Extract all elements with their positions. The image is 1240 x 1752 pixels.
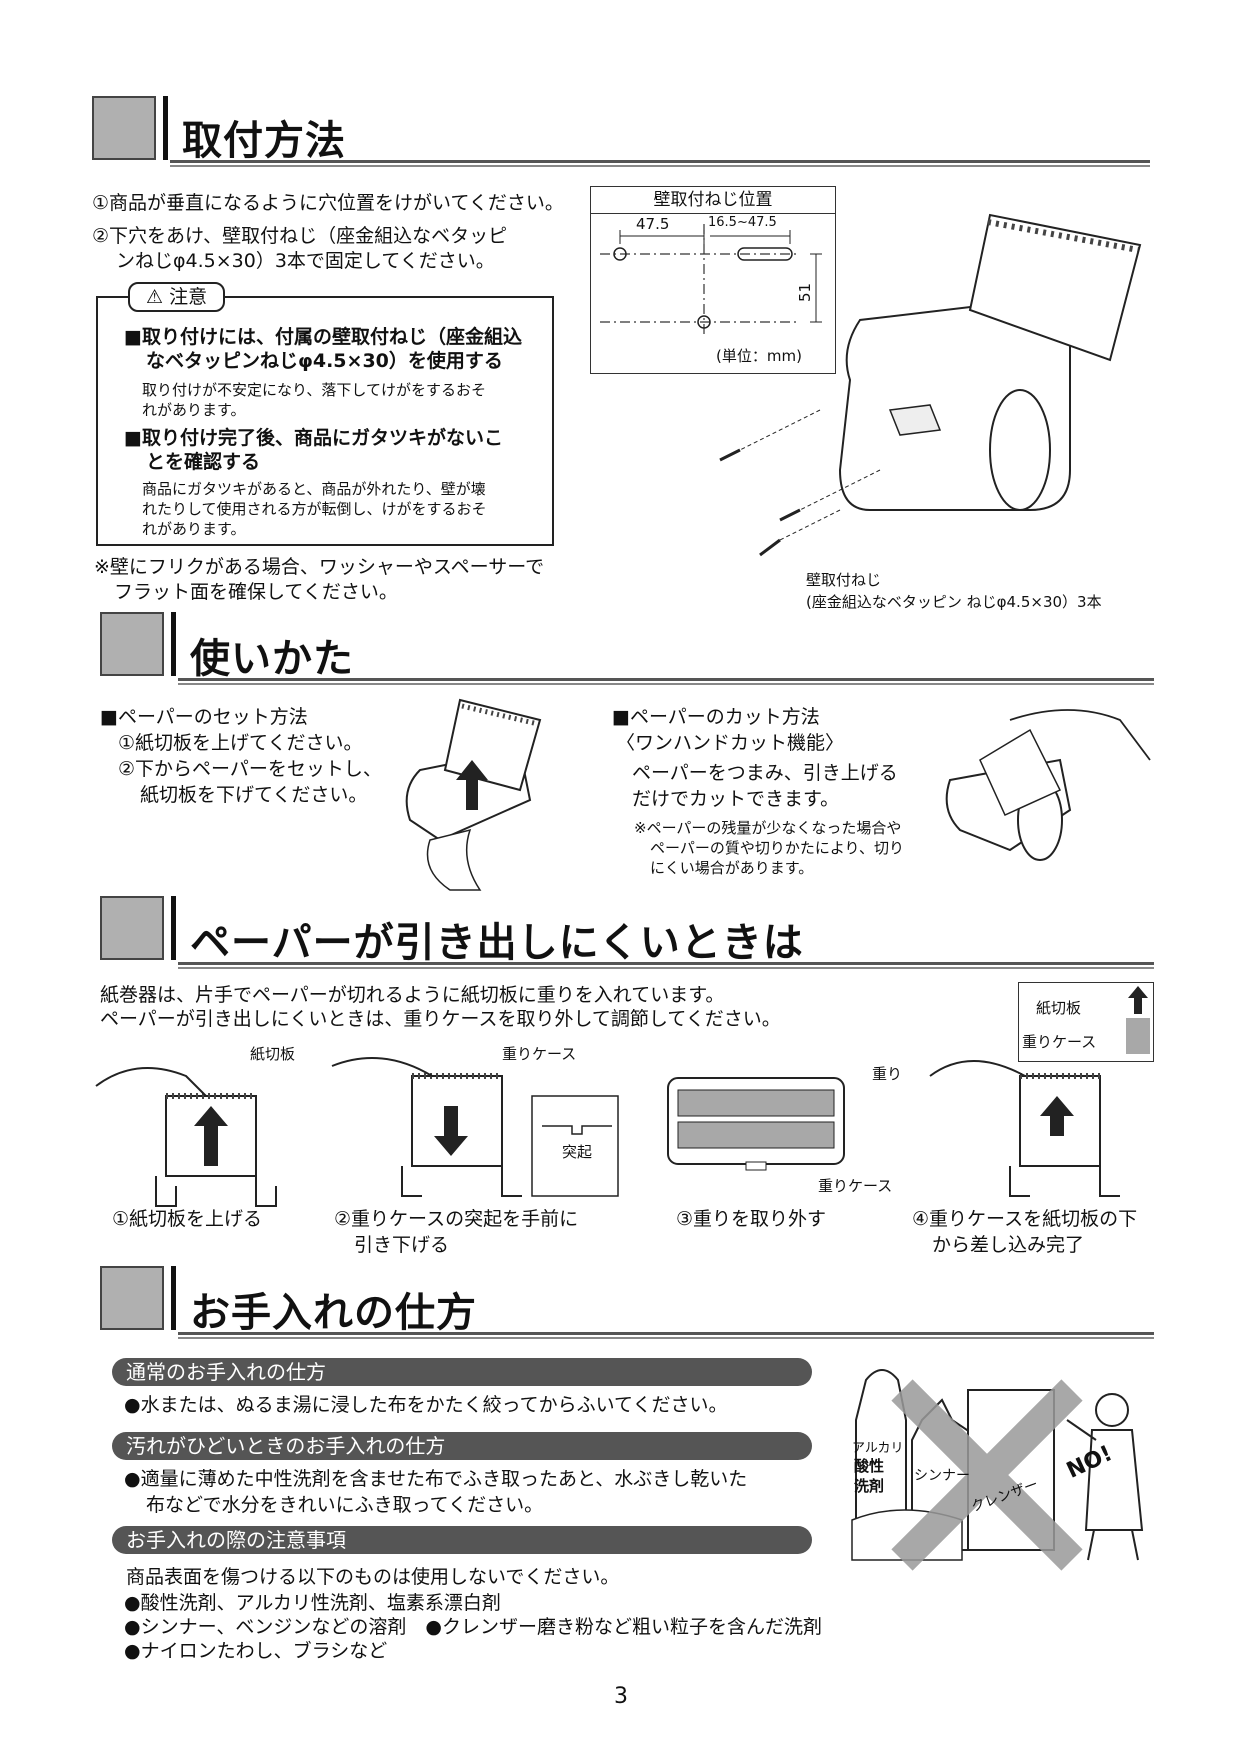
section-title-hard-to-pull: ペーパーが引き出しにくいときは (190, 920, 804, 966)
label-omori-case-step3: 重りケース (818, 1177, 893, 1195)
install-step-2-line2: ンねじφ4.5×30）3本で固定してください。 (116, 250, 495, 272)
step-caption-1: ①紙切板を上げる (112, 1208, 263, 1230)
holder-installation-illustration (719, 213, 1142, 557)
caution-label: 注意 (169, 286, 208, 308)
care-caution-bullet-1: ●酸性洗剤、アルカリ性洗剤、塩素系漂白剤 (124, 1592, 501, 1614)
section-marker (100, 1266, 164, 1330)
screw-diagram-title-row: 壁取付ねじ位置 (590, 186, 836, 214)
section-rule (178, 962, 1154, 969)
step-caption-2a: ②重りケースの突起を手前に (334, 1208, 579, 1230)
section-title-usage: 使いかた (190, 636, 354, 682)
screw-diagram-title: 壁取付ねじ位置 (653, 190, 773, 210)
step4-illustration (929, 1060, 1120, 1197)
section-marker-bar (171, 1266, 176, 1330)
warning-icon: ⚠ (146, 286, 164, 308)
care-heavy-text-1: ●適量に薄めた中性洗剤を含ませた布でふき取ったあと、水ぶきし乾いた (124, 1468, 748, 1490)
label-kamikiri: 紙切板 (250, 1045, 296, 1063)
screw-position-drawing (600, 224, 822, 334)
section-marker (100, 896, 164, 960)
section-rule (178, 678, 1154, 685)
caution-box (96, 296, 554, 546)
unit-label: (単位：mm) (716, 347, 802, 365)
label-omori-case-inset: 重りケース (1022, 1033, 1097, 1051)
label-omori: 重り (872, 1065, 903, 1083)
caution-1-body-line2: れがあります。 (142, 401, 246, 419)
screw-position-diagram (590, 186, 836, 374)
label-kamikiri-inset: 紙切板 (1036, 999, 1082, 1017)
caution-2-body-line1: 商品にガタツキがあると、商品が外れたり、壁が壊 (142, 480, 486, 498)
note-line1: ※壁にフリクがある場合、ワッシャーやスペーサーで (94, 556, 545, 578)
set-method-heading: ■ペーパーのセット方法 (100, 706, 308, 728)
section-marker-bar (163, 96, 168, 160)
install-step-1: ①商品が垂直になるように穴位置をけがいてください。 (92, 192, 564, 214)
caution-1-heading-line1: ■取り付けには、付属の壁取付ねじ（座金組込 (124, 326, 522, 348)
section-title-installation: 取付方法 (182, 118, 346, 164)
section-marker-bar (171, 612, 176, 676)
step2-illustration (331, 1057, 619, 1197)
care-caution-bullet-3: ●ナイロンたわし、ブラシなど (124, 1640, 388, 1662)
cut-note-line2: ペーパーの質や切りかたにより、切り (650, 839, 904, 857)
care-normal-text: ●水または、ぬるま湯に浸した布をかたく絞ってからふいてください。 (124, 1394, 728, 1416)
care-normal-heading: 通常のお手入れの仕方 (112, 1358, 812, 1386)
screw-label-line2: (座金組込なベタッピン ねじφ4.5×30）3本 (806, 593, 1102, 611)
step-caption-3: ③重りを取り外す (676, 1208, 827, 1230)
care-caution-heading: お手入れの際の注意事項 (112, 1526, 812, 1554)
caution-2-heading-line1: ■取り付け完了後、商品にガタツキがないこ (124, 427, 503, 449)
step-caption-2b: 引き下げる (354, 1234, 450, 1256)
install-step-2-line1: ②下穴をあけ、壁取付ねじ（座金組込なベタッピ (92, 225, 508, 247)
section-rule (170, 160, 1150, 167)
cut-method-sub: 〈ワンハンドカット機能〉 (616, 732, 845, 754)
caution-2-body-line2: れたりして使用される方が転倒し、けがをするおそ (142, 500, 487, 518)
dim-47-5: 47.5 (636, 215, 670, 233)
illustration-thinner-label: シンナー (914, 1468, 970, 1484)
step-caption-4a: ④重りケースを紙切板の下 (912, 1208, 1138, 1230)
inset-detail-box (1018, 982, 1154, 1062)
inset-gray-block (1126, 1018, 1150, 1054)
screw-icon (719, 448, 801, 557)
cut-method-line2: だけでカットできます。 (632, 788, 840, 810)
label-tokki: 突起 (562, 1143, 593, 1161)
illustration-acid-label: 酸性 (854, 1457, 885, 1475)
hard-to-pull-intro-1: 紙巻器は、片手でペーパーが切れるように紙切板に重りを入れています。 (100, 984, 725, 1006)
paper-set-illustration (405, 698, 542, 891)
step1-illustration (95, 1067, 277, 1207)
up-arrow-icon (1128, 986, 1148, 1014)
prohibited-cleaners-illustration (851, 1369, 1144, 1571)
care-caution-intro: 商品表面を傷つける以下のものは使用しないでください。 (126, 1566, 620, 1588)
step-caption-4b: から差し込み完了 (932, 1234, 1085, 1256)
cut-note-line1: ※ペーパーの残量が少なくなった場合や (634, 819, 902, 837)
illustration-acid-label-2: 洗剤 (854, 1477, 885, 1495)
cut-method-heading: ■ペーパーのカット方法 (612, 706, 820, 728)
caution-1-body-line1: 取り付けが不安定になり、落下してけがをするおそ (142, 381, 486, 399)
step3-illustration (667, 1077, 845, 1171)
care-caution-bullet-2: ●シンナー、ベンジンなどの溶剤 ●クレンザー磨き粉など粗い粒子を含んだ洗剤 (124, 1616, 822, 1638)
section-title-care: お手入れの仕方 (190, 1290, 477, 1336)
dim-16-5-47-5: 16.5~47.5 (708, 215, 777, 230)
screw-label-line1: 壁取付ねじ (806, 571, 882, 589)
caution-tag: ⚠ 注意 (128, 282, 226, 312)
label-omori-case: 重りケース (502, 1045, 577, 1063)
paper-cut-illustration (945, 709, 1151, 861)
section-rule (178, 1332, 1154, 1339)
care-heavy-text-2: 布などで水分をきれいにふき取ってください。 (146, 1494, 544, 1516)
set-method-step-2a: ②下からペーパーをセットし、 (118, 758, 382, 780)
set-method-step-2b: 紙切板を下げてください。 (140, 784, 368, 806)
cut-method-line1: ペーパーをつまみ、引き上げる (632, 762, 898, 784)
section-marker (92, 96, 156, 160)
caution-2-body-line3: れがあります。 (142, 520, 246, 538)
cut-note-line3: にくい場合があります。 (650, 859, 814, 877)
hard-to-pull-intro-2: ペーパーが引き出しにくいときは、重りケースを取り外して調節してください。 (100, 1008, 781, 1030)
page-number: 3 (614, 1684, 628, 1709)
section-marker (100, 612, 164, 676)
section-marker-bar (171, 896, 176, 960)
illustration-alkali-label: アルカリ (852, 1441, 904, 1456)
note-line2: フラット面を確保してください。 (114, 581, 398, 603)
dim-51: 51 (796, 282, 815, 303)
caution-2-heading-line2: とを確認する (146, 451, 261, 473)
caution-1-heading-line2: なベタッピンねじφ4.5×30）を使用する (146, 350, 503, 372)
set-method-step-1: ①紙切板を上げてください。 (118, 732, 363, 754)
care-heavy-heading: 汚れがひどいときのお手入れの仕方 (112, 1432, 812, 1460)
